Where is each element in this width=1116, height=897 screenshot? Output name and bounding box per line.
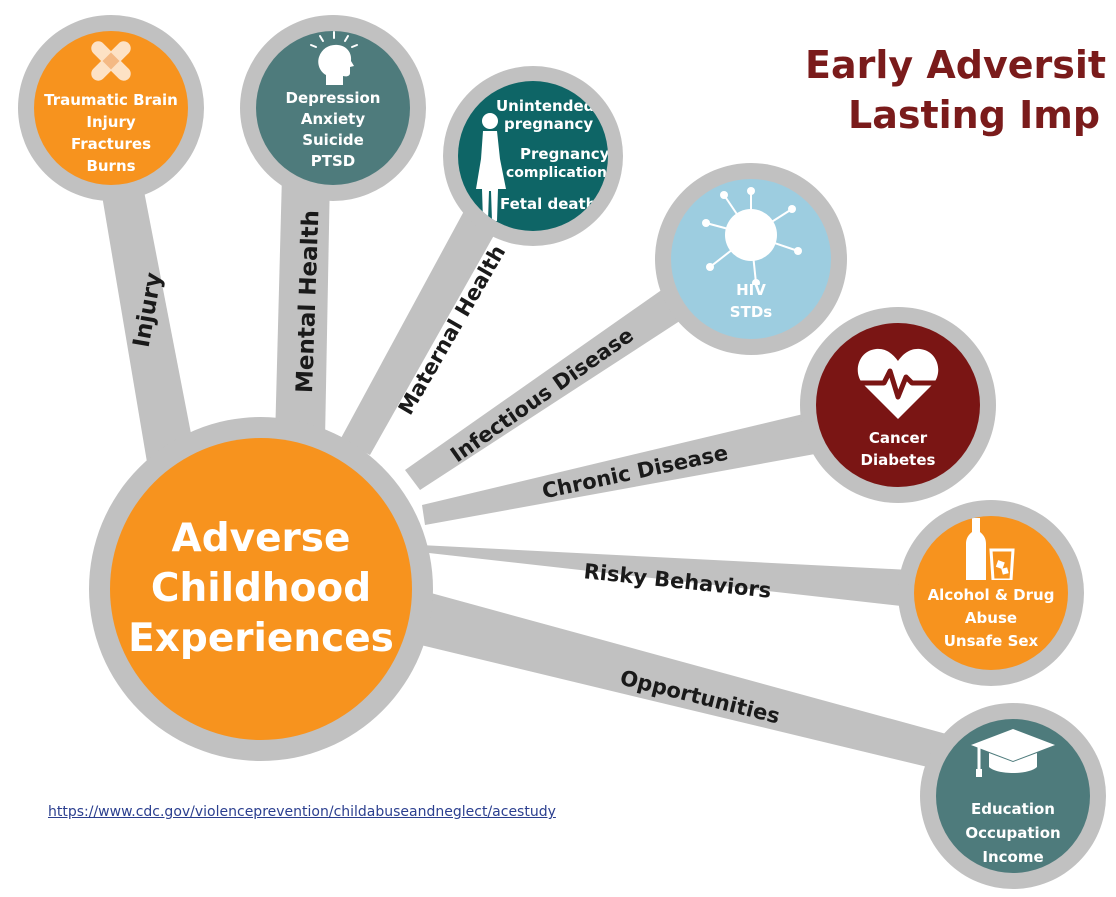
node-injury-line-1: Traumatic Brain [44,91,178,109]
node-maternal-health-line-1: Unintended [496,97,595,115]
node-chronic-disease-text: Cancer Diabetes [816,427,980,471]
node-opportunities: Education Occupation Income [920,703,1106,889]
center-line-1: Adverse [171,516,351,561]
node-infectious-disease-line-1: HIV [736,281,766,299]
node-maternal-health: Unintended pregnancy Pregnancy complicat… [443,66,623,246]
node-mental-health: Depression Anxiety Suicide PTSD [240,15,426,201]
node-infectious-disease-line-2: STDs [729,303,773,321]
node-risky-behaviors-line-3: Unsafe Sex [943,632,1039,650]
node-opportunities-text: Education Occupation Income [936,797,1090,869]
node-maternal-health-line-3: Pregnancy [520,145,608,163]
node-chronic-disease-line-2: Diabetes [860,451,936,469]
graduation-cap-icon [971,729,1055,777]
node-injury-line-3: Fractures [70,135,152,153]
node-injury-line-4: Burns [86,157,136,175]
spoke-opportunities [400,590,950,770]
center-line-2: Childhood [150,566,372,611]
node-infectious-disease-text: HIV STDs [671,279,831,323]
node-risky-behaviors-fill: Alcohol & Drug Abuse Unsafe Sex [914,516,1068,670]
node-mental-health-line-4: PTSD [310,152,356,170]
spoke-injury [96,160,200,480]
heart-pulse-icon [857,348,939,419]
virus-icon [702,187,802,285]
node-maternal-health-fill: Unintended pregnancy Pregnancy complicat… [458,81,608,231]
spoke-maternal-health [340,200,506,455]
diagram-title: Early Adversit Lasting Imp [805,40,1106,140]
spoke-chronic-disease [422,410,826,525]
pregnant-woman-icon [476,113,506,221]
node-risky-behaviors-line-1: Alcohol & Drug [927,586,1055,604]
center-hub-fill: Adverse Childhood Experiences [110,438,412,740]
center-line-3: Experiences [128,616,394,661]
node-opportunities-line-3: Income [982,848,1044,866]
head-idea-icon [310,31,358,85]
node-infectious-disease: HIV STDs [655,163,847,355]
node-mental-health-line-3: Suicide [302,131,364,149]
center-label: Adverse Childhood Experiences [128,514,394,664]
alcohol-icon [966,518,1015,580]
spoke-mental-health [275,175,330,440]
node-mental-health-line-2: Anxiety [300,110,366,128]
title-line-1: Early Adversit [805,43,1107,87]
node-injury: Traumatic Brain Injury Fractures Burns [18,15,204,201]
node-injury-line-2: Injury [86,113,136,131]
node-chronic-disease: Cancer Diabetes [800,307,996,503]
node-infectious-disease-fill: HIV STDs [671,179,831,339]
node-injury-fill: Traumatic Brain Injury Fractures Burns [34,31,188,185]
title-line-2: Lasting Imp [848,93,1101,137]
center-hub: Adverse Childhood Experiences [89,417,433,761]
bandage-icon [91,41,131,81]
spoke-risky-behaviors [420,545,910,607]
node-chronic-disease-fill: Cancer Diabetes [816,323,980,487]
node-mental-health-line-1: Depression [285,89,381,107]
node-opportunities-line-2: Occupation [965,824,1061,842]
node-maternal-health-line-2: pregnancy [504,115,594,133]
source-link[interactable]: https://www.cdc.gov/violenceprevention/c… [48,804,556,820]
spoke-infectious-disease [405,270,712,490]
node-mental-health-text: Depression Anxiety Suicide PTSD [256,88,410,172]
node-risky-behaviors-text: Alcohol & Drug Abuse Unsafe Sex [914,584,1068,653]
node-risky-behaviors: Alcohol & Drug Abuse Unsafe Sex [898,500,1084,686]
node-mental-health-fill: Depression Anxiety Suicide PTSD [256,31,410,185]
node-opportunities-line-1: Education [971,800,1055,818]
node-maternal-health-line-5: Fetal death [500,195,597,213]
node-maternal-health-line-4: complications [506,165,608,181]
node-chronic-disease-line-1: Cancer [868,429,928,447]
node-injury-text: Traumatic Brain Injury Fractures Burns [34,89,188,177]
node-opportunities-fill: Education Occupation Income [936,719,1090,873]
node-risky-behaviors-line-2: Abuse [964,609,1018,627]
